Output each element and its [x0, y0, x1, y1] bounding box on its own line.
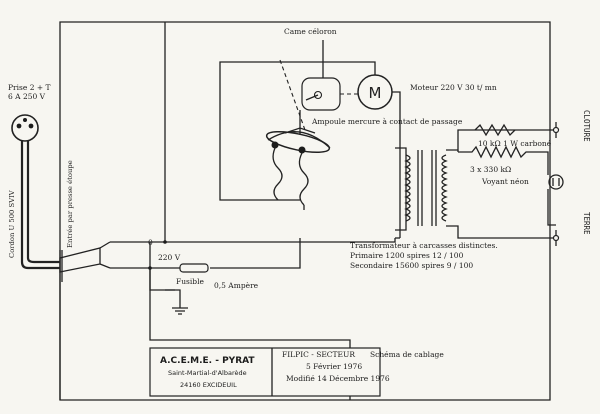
label-amp: 0,5 Ampère: [214, 281, 259, 290]
label-transfo-3: Secondaire 15600 spires 9 / 100: [350, 261, 473, 270]
title-postal: 24160 EXCIDEUIL: [180, 381, 237, 389]
title-place: Saint-Martial-d'Albarède: [168, 369, 247, 377]
label-cloture: CLOTURE: [582, 110, 591, 142]
title-block: [149, 347, 381, 397]
label-220v: 220 V: [158, 253, 181, 262]
title-company: A.C.E.M.E. - PYRAT: [160, 356, 255, 366]
label-transfo-2: Primaire 1200 spires 12 / 100: [350, 251, 464, 260]
label-came-celoron: Came céloron: [284, 27, 337, 36]
title-date2: Modifié 14 Décembre 1976: [286, 374, 390, 383]
label-neon-res: 3 x 330 kΩ: [470, 165, 511, 174]
label-fusible: Fusible: [176, 277, 204, 286]
neon-circuit: [457, 145, 564, 226]
label-prise-1: Prise 2 + T: [8, 83, 51, 92]
title-date1: 5 Février 1976: [306, 362, 362, 371]
frame-wires: [59, 21, 551, 401]
ground-symbol: [172, 307, 188, 315]
title-product: FILPIC - SECTEUR: [282, 350, 355, 359]
label-neon: Voyant néon: [481, 177, 529, 186]
mercury-switch: [265, 59, 331, 154]
resistor-10k: [474, 123, 516, 137]
label-terre: TERRE: [582, 212, 591, 235]
cam-celoron: [301, 40, 360, 111]
label-entree: Entrée par presse étoupe: [66, 160, 74, 248]
plug-icon: [11, 114, 60, 270]
output-terminals: [552, 122, 560, 246]
motor-letter: M: [369, 84, 382, 102]
label-zero: 0: [148, 238, 153, 247]
switch-leads: [272, 147, 309, 210]
label-resistor: 10 kΩ 1 W carboné: [478, 139, 552, 148]
label-prise-2: 6 A 250 V: [8, 92, 46, 101]
label-transfo-1: Transformateur à carcasses distinctes.: [350, 241, 498, 250]
label-cordon: Cordon U 500 SVIV: [8, 189, 16, 258]
label-motor: Moteur 220 V 30 t/ mn: [410, 83, 497, 92]
title-doc: Schéma de cablage: [370, 350, 444, 359]
mains-lines: [110, 22, 396, 400]
cable-gland: [59, 241, 111, 282]
motor-icon: M: [219, 61, 401, 238]
label-ampoule: Ampoule mercure à contact de passage: [311, 117, 463, 126]
fuse: [148, 240, 209, 273]
